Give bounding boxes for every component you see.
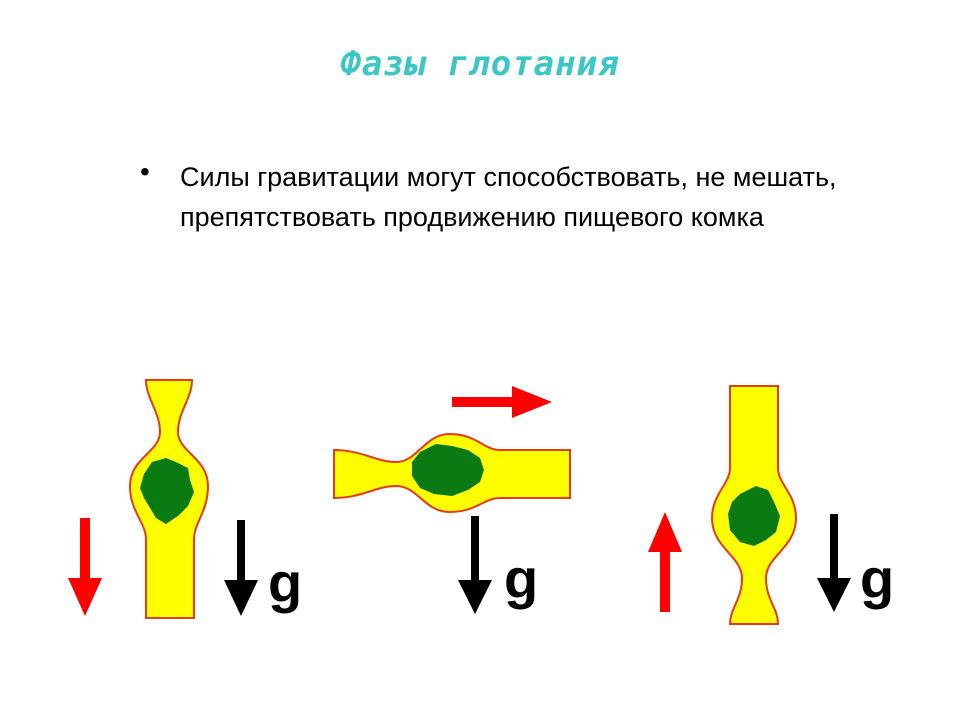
bullet-item: • Силы гравитации могут способствовать, …: [140, 157, 860, 237]
gravity-label: g: [860, 547, 894, 610]
panel-vertical-up: g: [648, 385, 894, 625]
slide-title: Фазы глотания: [340, 44, 620, 84]
gravity-label: g: [268, 551, 302, 614]
bullet-dot-icon: •: [140, 156, 150, 187]
motion-arrow-up: [648, 512, 682, 612]
food-bolus: [140, 458, 194, 524]
bullet-text: Силы гравитации могут способствовать, не…: [180, 162, 837, 232]
food-bolus: [412, 444, 484, 496]
gravity-label: g: [504, 547, 538, 610]
panel-vertical-down: g: [68, 379, 302, 619]
gravity-arrow-down: [458, 516, 492, 614]
motion-arrow-down: [68, 518, 102, 616]
gravity-arrow-down: [224, 520, 258, 616]
motion-arrow-right: [452, 386, 552, 418]
food-bolus: [728, 486, 780, 546]
gravity-arrow-down: [817, 514, 851, 612]
panel-horizontal: g: [333, 386, 571, 614]
